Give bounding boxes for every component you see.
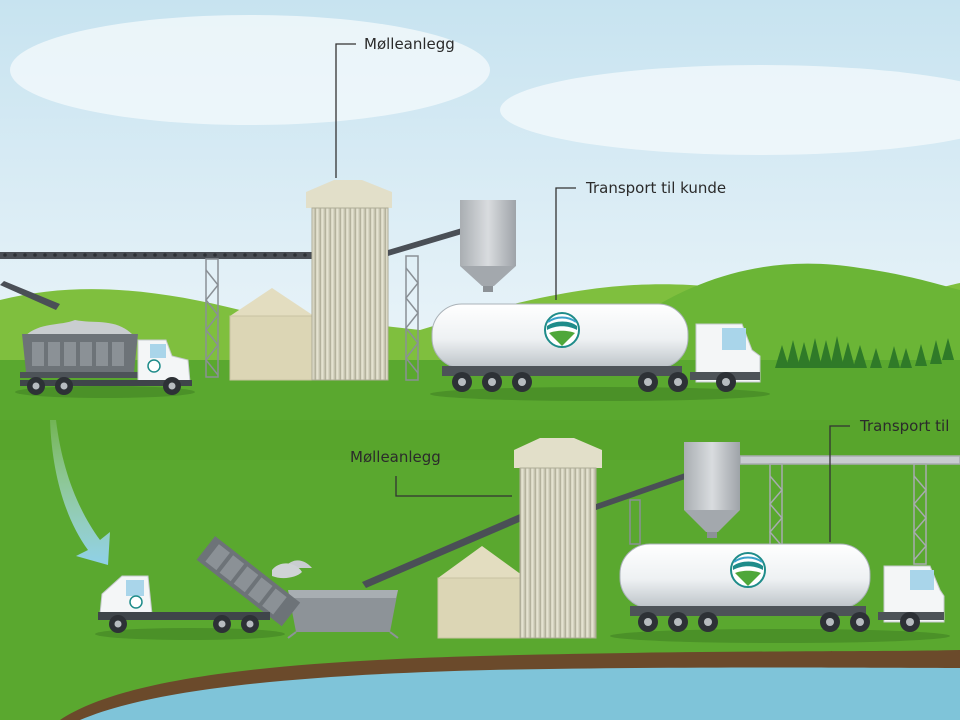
cloud [10,15,490,125]
green-valley-logo-icon [544,312,580,348]
conveyor-support [205,258,219,378]
conveyor-top-silo-hopper [388,228,462,256]
shed-top [229,288,315,381]
mill-label-bottom: Mølleanlegg [350,448,441,466]
flow-arrow [50,420,110,565]
callout-line-transport-top [555,187,576,300]
green-valley-logo-icon [730,552,766,588]
callout-line-transport-bottom [829,425,850,542]
conveyor-support [629,499,641,545]
conveyor-top-horizontal [0,252,312,259]
dump-truck-tipping [95,536,302,640]
grass-shade [0,420,960,460]
conveyor-bottom-slope [362,514,524,588]
silo-top [306,180,392,381]
callout-line-mill-bottom [395,476,512,497]
hopper-bottom [684,442,740,538]
hopper-top [460,200,516,292]
receiving-bin [284,560,399,639]
silo-bottom [514,438,602,639]
conveyor-bottom-silo-hopper [596,472,688,510]
transport-label-top: Transport til kunde [586,179,727,197]
dump-truck-top [15,320,195,398]
lake [80,667,960,720]
transport-label-bottom: Transport til [860,417,950,435]
callout-line-mill-top [335,43,356,178]
shed-bottom [437,546,527,639]
mill-label-top: Mølleanlegg [364,35,455,53]
conveyor-support [405,255,419,381]
forest [775,336,954,368]
conveyor-top-left-slope [0,281,60,310]
cloud [500,65,960,155]
